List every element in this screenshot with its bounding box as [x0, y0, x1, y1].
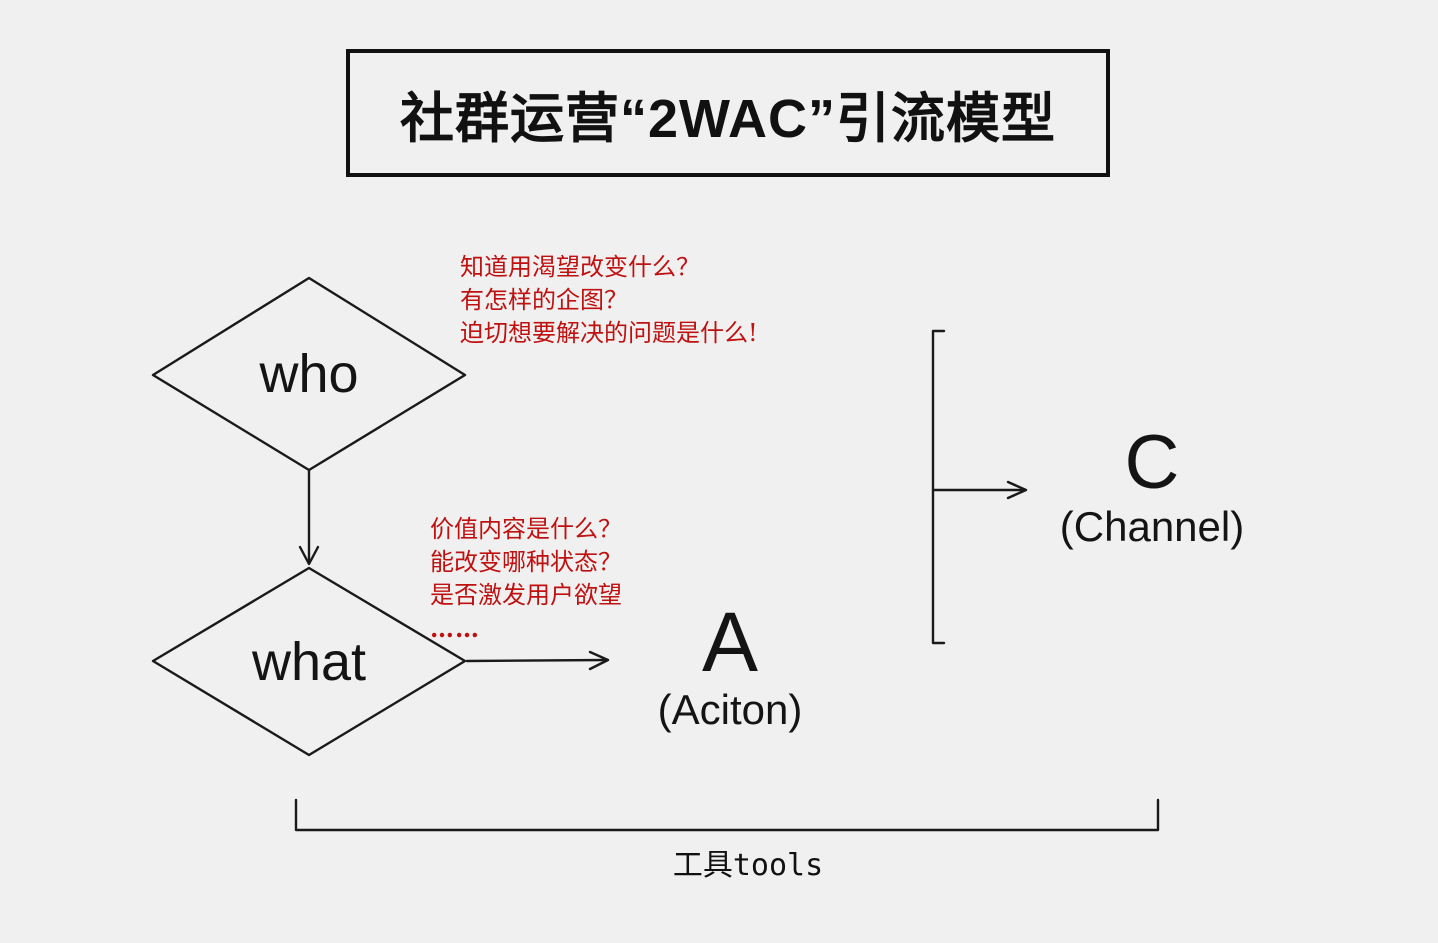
- annotation-line: 迫切想要解决的问题是什么!: [460, 319, 758, 347]
- what-node-label: what: [251, 631, 367, 692]
- action-letter: A: [701, 595, 759, 689]
- channel-letter: C: [1124, 420, 1180, 505]
- annotation-line: 有怎样的企图？: [460, 286, 628, 314]
- annotation-line: 知道用渴望改变什么？: [460, 253, 700, 281]
- channel-bracket: [931, 329, 946, 645]
- what-to-action-arrow: [465, 650, 610, 671]
- annotation-line: 能改变哪种状态？: [430, 548, 622, 576]
- annotation-line: 是否激发用户欲望: [430, 581, 622, 609]
- action-caption: (Aciton): [657, 686, 803, 733]
- action-node: A (Aciton): [620, 600, 840, 732]
- tools-label: 工具tools: [672, 848, 824, 883]
- page-title: 社群运营“2WAC”引流模型: [399, 88, 1056, 149]
- annotation-ellipsis: ……: [430, 614, 480, 643]
- arrowhead-down-icon: [298, 545, 320, 566]
- who-annotation: 知道用渴望改变什么？ 有怎样的企图？ 迫切想要解决的问题是什么!: [460, 251, 758, 350]
- channel-caption: (Channel): [1059, 503, 1245, 550]
- who-to-what-arrow: [298, 468, 320, 566]
- annotation-line: 价值内容是什么？: [430, 515, 622, 543]
- bracket-to-channel-arrow: [931, 480, 1028, 500]
- who-node-label: who: [259, 344, 359, 404]
- title-box: 社群运营“2WAC”引流模型: [346, 49, 1110, 177]
- what-annotation: 价值内容是什么？ 能改变哪种状态？ 是否激发用户欲望 ……: [430, 513, 622, 645]
- channel-node: C (Channel): [1042, 425, 1262, 549]
- arrowhead-right-icon: [1006, 480, 1028, 500]
- arrowhead-right-icon: [588, 650, 610, 671]
- tools-bracket: [294, 798, 1160, 832]
